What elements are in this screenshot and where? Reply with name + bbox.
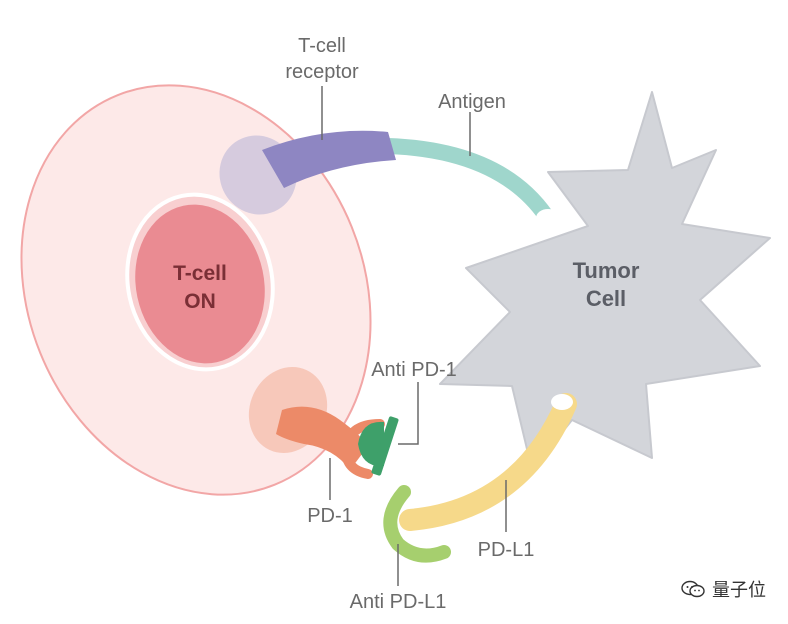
tumor-cell-label-line1: Tumor	[573, 258, 640, 283]
tcell-receptor	[262, 130, 396, 188]
tumor-cell-label-line2: Cell	[586, 286, 626, 311]
anti-pdl1-label: Anti PD-L1	[350, 591, 447, 613]
anti-pd1-stem	[371, 416, 399, 476]
tumor-cell	[439, 91, 771, 471]
tcell-on-label-line1: T-cell	[173, 262, 227, 285]
antigen-strand	[380, 138, 554, 224]
tcell-receptor-label-line2: receptor	[285, 61, 359, 83]
pd1-cup	[340, 419, 385, 479]
pdl1-binding-site	[551, 394, 573, 410]
antigen-label: Antigen	[438, 91, 506, 113]
tcell-nucleus	[135, 204, 265, 364]
wechat-icon	[681, 580, 705, 598]
tcell-on-label-line2: ON	[184, 290, 216, 313]
watermark-text: 量子位	[712, 580, 766, 601]
anti-pd1-label: Anti PD-1	[371, 359, 457, 381]
tcell-receptor-label-line1: T-cell	[298, 35, 346, 57]
pdl1-label: PD-L1	[478, 539, 535, 561]
watermark: 量子位	[680, 576, 766, 602]
antigen-binding-site	[536, 209, 560, 227]
pdl1-strand	[399, 393, 577, 531]
leader-anti-pd1	[398, 382, 419, 445]
pd1-label: PD-1	[307, 505, 353, 527]
